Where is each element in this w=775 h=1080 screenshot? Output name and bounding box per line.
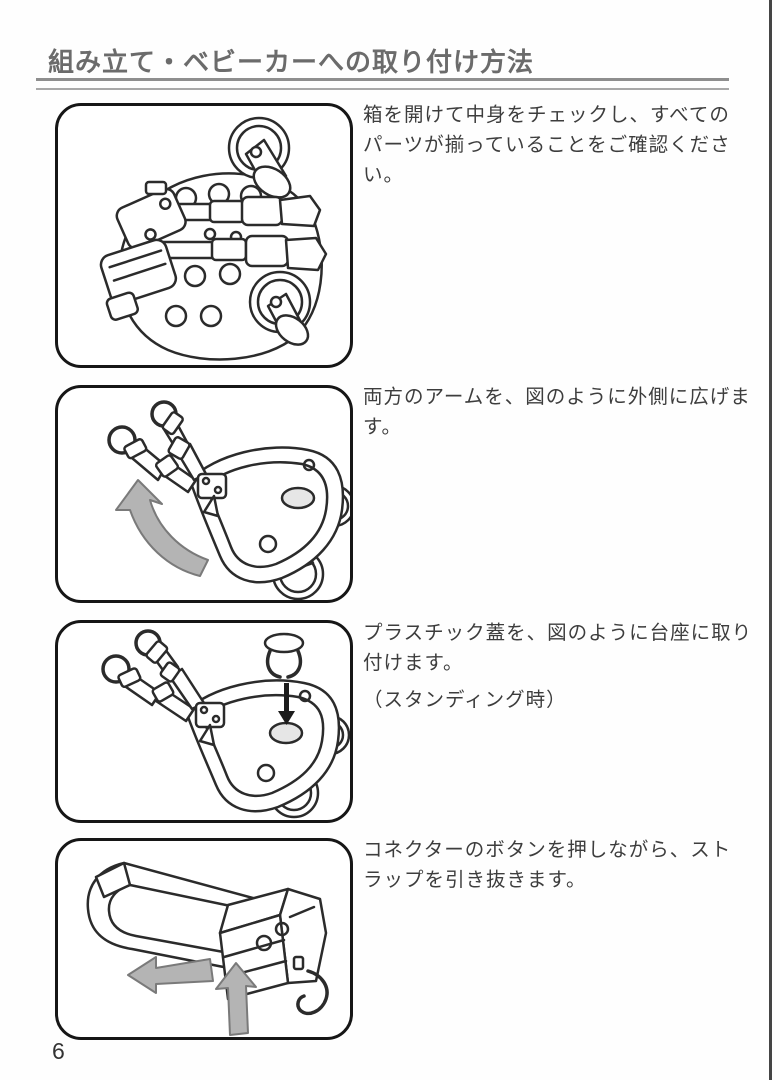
page-number: 6 (52, 1038, 66, 1064)
step3-line1: プラスチック蓋を、図のように台座に取り (363, 622, 753, 644)
step4-text: コネクターのボタンを押しながら、スト ラップを引き抜きます。 (363, 835, 765, 895)
plastic-cap-illustration (101, 629, 350, 819)
step1-line2: パーツが揃っていることをご確認くださ (363, 134, 731, 156)
illustration-box-step4 (55, 838, 353, 1040)
illustration-box-step3 (55, 620, 353, 823)
step4-line2: ラップを引き抜きます。 (363, 869, 587, 891)
illustration-box-step1 (55, 103, 353, 368)
page-title: 組み立て・ベビーカーへの取り付け方法 (48, 47, 535, 77)
step3-line3: （スタンディング時） (363, 689, 567, 711)
step2-text: 両方のアームを、図のように外側に広げま す。 (363, 382, 765, 442)
step3-line2: 付けます。 (363, 652, 464, 674)
step2-line2: す。 (363, 416, 403, 438)
step4-line1: コネクターのボタンを押しながら、スト (363, 839, 732, 861)
step1-text: 箱を開けて中身をチェックし、すべての パーツが揃っていることをご確認くださ い。 (363, 100, 765, 190)
page-scan-edge (769, 0, 772, 1080)
parts-overview-illustration (99, 116, 328, 361)
step1-line3: い。 (363, 164, 405, 186)
step2-line1: 両方のアームを、図のように外側に広げま (363, 386, 751, 408)
step3-text: プラスチック蓋を、図のように台座に取り 付けます。 （スタンディング時） (363, 618, 765, 715)
step1-line1: 箱を開けて中身をチェックし、すべての (363, 104, 730, 126)
title-underline (36, 78, 729, 90)
connector-strap-illustration (86, 861, 329, 1036)
illustration-box-step2 (55, 385, 353, 603)
arms-spread-illustration (107, 400, 350, 600)
